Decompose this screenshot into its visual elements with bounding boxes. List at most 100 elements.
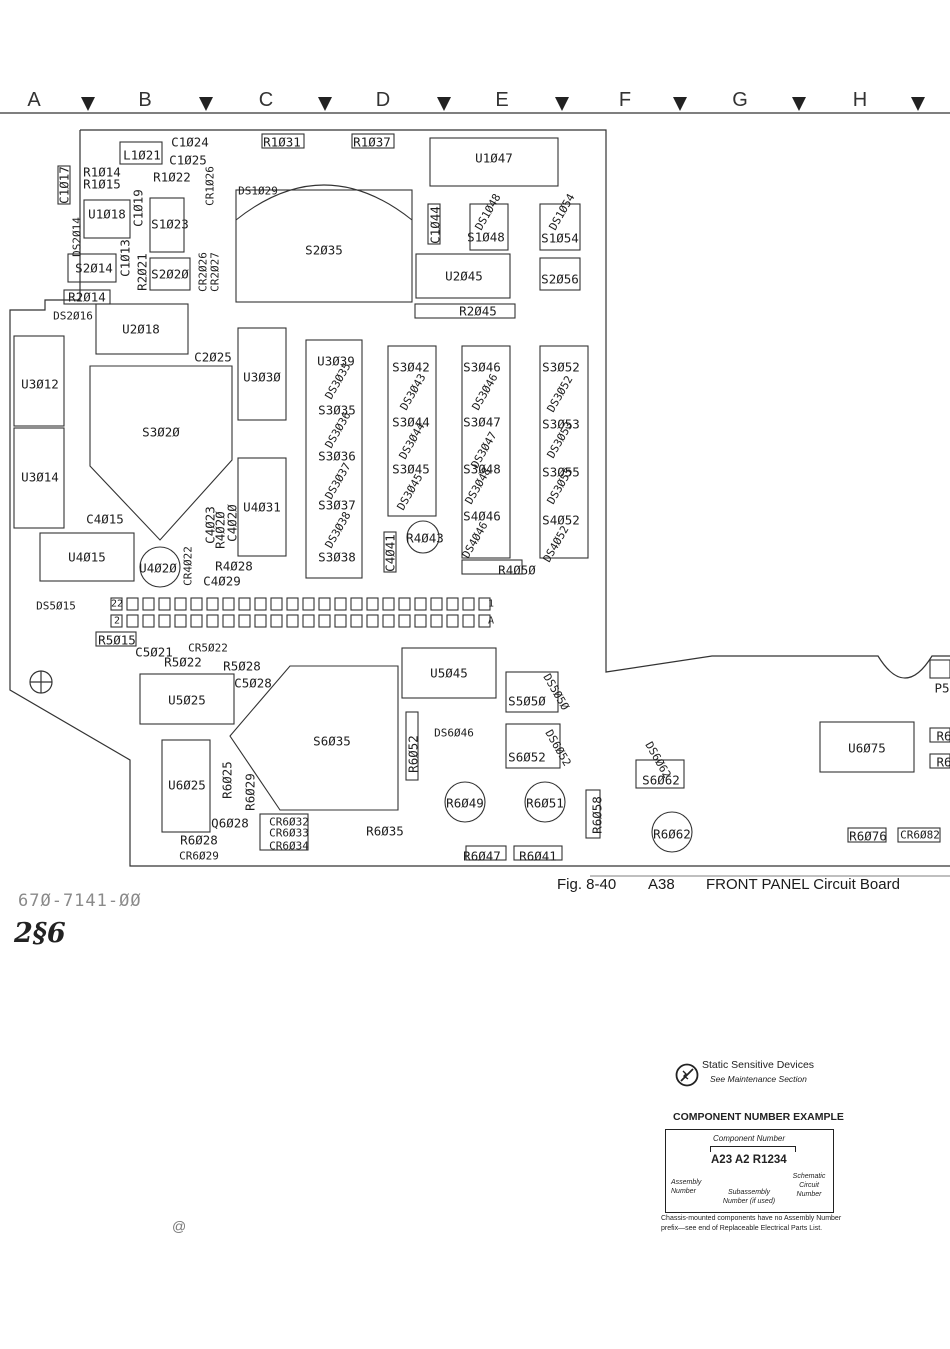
component-footprint — [539, 257, 581, 291]
at-mark: @ — [172, 1218, 187, 1234]
component-label: S3Ø48 — [463, 462, 501, 477]
handwritten-page-note: 2§6 — [14, 918, 66, 949]
component-label: DS3Ø43 — [397, 372, 428, 413]
component-footprint — [237, 327, 287, 421]
component-label: U3Ø12 — [21, 377, 59, 392]
component-label: C4Ø23 — [203, 506, 218, 544]
component-label: DS3Ø46 — [469, 372, 500, 413]
connector-pin-pad — [222, 614, 235, 628]
connector-pin-pad — [254, 597, 267, 611]
component-footprint — [429, 137, 559, 187]
component-footprint — [351, 133, 395, 149]
component-label: S3Ø46 — [463, 360, 501, 375]
connector-pin-pad — [110, 614, 123, 628]
component-label: R6Ø35 — [366, 824, 404, 839]
component-label: S2Ø2Ø — [151, 267, 189, 282]
component-label: R6Ø51 — [526, 796, 564, 811]
component-label: DS4Ø46 — [459, 520, 490, 561]
connector-pin-pad — [414, 597, 427, 611]
grid-column-letter: C — [259, 89, 273, 111]
component-label: C1Ø25 — [169, 153, 207, 168]
connector-pin-pad — [286, 597, 299, 611]
component-label: C5Ø28 — [234, 676, 272, 691]
component-footprint — [401, 647, 497, 699]
component-footprint — [161, 739, 211, 833]
component-label: U3Ø14 — [21, 470, 59, 485]
component-label: R1Ø15 — [83, 177, 121, 192]
connector-pin-pad — [446, 597, 459, 611]
component-label: R5Ø22 — [164, 655, 202, 670]
component-label: C1Ø24 — [171, 135, 209, 150]
component-label: R6Ø49 — [446, 796, 484, 811]
component-label: S6Ø62 — [642, 773, 680, 788]
component-label: R2Ø14 — [68, 290, 106, 305]
switch-s3020-outline — [89, 365, 233, 541]
component-footprint — [237, 457, 287, 557]
component-label: R6Ø62 — [653, 827, 691, 842]
component-footprint — [387, 345, 437, 517]
connector-pin-pad — [446, 614, 459, 628]
component-footprint — [119, 141, 163, 165]
component-label: R2Ø21 — [135, 253, 150, 291]
component-label: U6Ø25 — [168, 778, 206, 793]
component-label: DS5Ø15 — [36, 600, 76, 613]
grid-arrow-icon — [199, 97, 213, 111]
connector-pin-label: 22 — [111, 599, 123, 610]
grid-arrow-icon — [81, 97, 95, 111]
connector-pin-pad — [350, 614, 363, 628]
connector-pin-pad — [302, 614, 315, 628]
connector-pin-pad — [126, 597, 139, 611]
component-label: U4Ø31 — [243, 500, 281, 515]
grid-column-letter: B — [138, 89, 151, 111]
component-label: S1Ø23 — [151, 217, 189, 232]
component-label: C4Ø15 — [86, 512, 124, 527]
example-code: A23 A2 R1234 — [711, 1154, 787, 1166]
component-label: S2Ø14 — [75, 261, 113, 276]
connector-pin-pad — [398, 597, 411, 611]
component-footprint — [505, 671, 559, 713]
component-label: Q6Ø28 — [211, 816, 249, 831]
connector-pin-pad — [158, 614, 171, 628]
component-footprint — [259, 813, 309, 851]
connector-pin-pad — [430, 614, 443, 628]
connector-pin-pad — [350, 597, 363, 611]
component-label: DS2Ø14 — [71, 217, 84, 257]
connector-pin-pad — [318, 597, 331, 611]
connector-pin-pad — [222, 597, 235, 611]
component-label: R6Ø28 — [180, 833, 218, 848]
component-label: R6Ø29 — [243, 773, 258, 811]
footnote-line1: Chassis-mounted components have no Assem… — [661, 1215, 842, 1222]
connector-pin-pad — [254, 614, 267, 628]
component-label: CR4Ø22 — [182, 546, 195, 586]
component-label: P5 — [934, 681, 949, 696]
component-footprint — [469, 203, 509, 251]
component-footprint — [897, 827, 941, 843]
connector-pin-pad — [174, 614, 187, 628]
component-label: CR6Ø32 — [269, 816, 309, 829]
grid-column-letter: D — [376, 89, 390, 111]
component-label: R2Ø45 — [459, 304, 497, 319]
component-footprint — [305, 339, 363, 579]
component-label: U6Ø75 — [848, 741, 886, 756]
component-label: C2Ø25 — [194, 350, 232, 365]
component-label: S3Ø53 — [542, 417, 580, 432]
grid-column-letter: A — [27, 89, 41, 111]
example-title: COMPONENT NUMBER EXAMPLE — [673, 1111, 844, 1123]
connector-pin-pad — [286, 614, 299, 628]
switch-s6035-outline — [229, 665, 399, 811]
connector-pin-pad — [478, 597, 491, 611]
grid-arrow-icon — [437, 97, 451, 111]
component-footprint — [383, 531, 397, 573]
connector-pin-pad — [158, 597, 171, 611]
connector-pin-pad — [334, 597, 347, 611]
component-label: DS3Ø52 — [544, 374, 575, 415]
component-label: C1Ø44 — [428, 206, 443, 244]
component-label: R6Ø52 — [406, 735, 421, 773]
component-label: U2Ø45 — [445, 269, 483, 284]
round-component-outline — [406, 520, 440, 554]
component-label: CR6Ø82 — [900, 829, 940, 842]
component-footprint — [539, 345, 589, 559]
component-number-label: Component Number — [713, 1134, 786, 1143]
component-label: CR6Ø33 — [269, 827, 309, 840]
